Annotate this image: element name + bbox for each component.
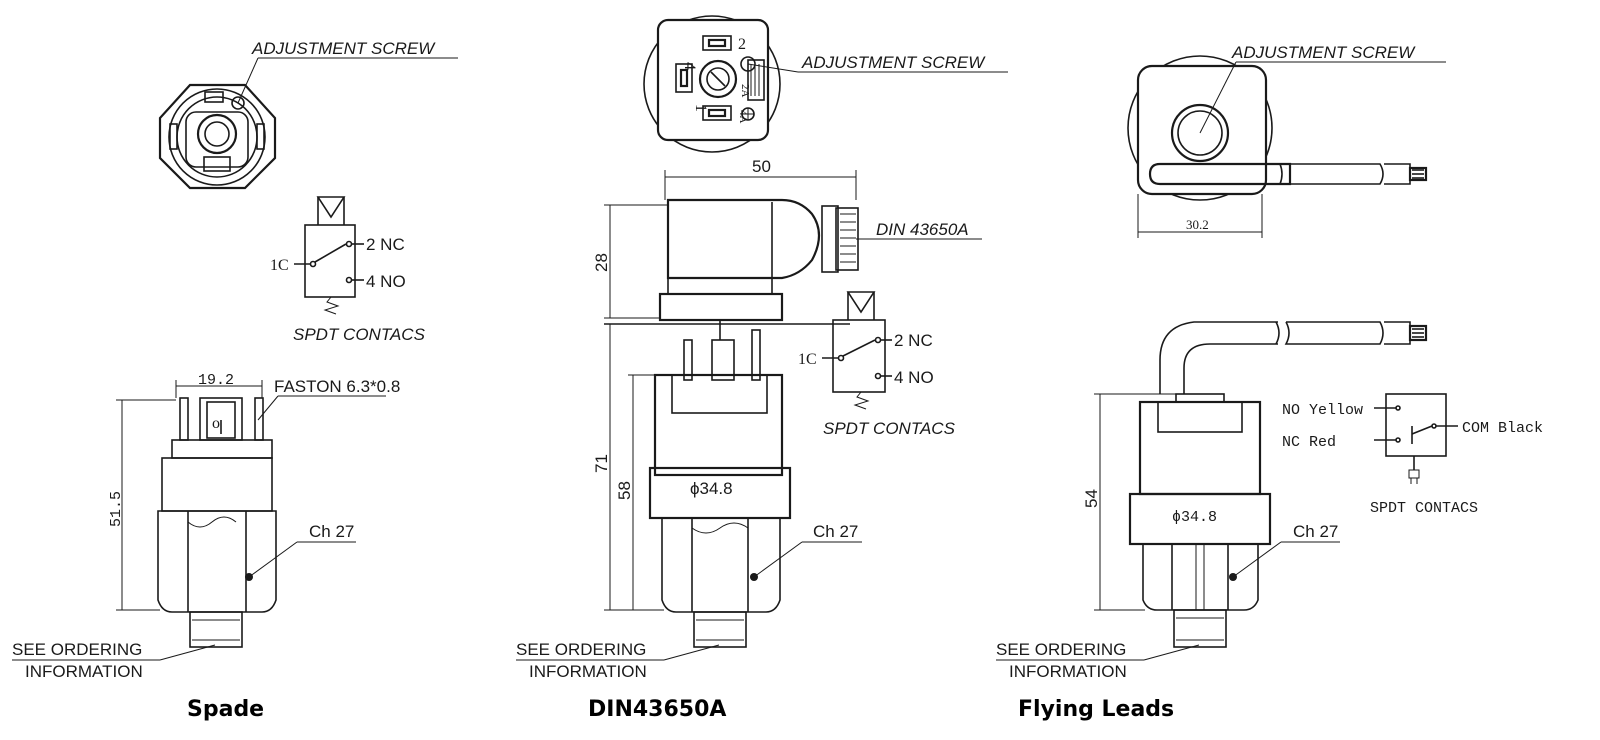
flying-ordering-line1: SEE ORDERING [996,640,1126,659]
din-ordering-line1: SEE ORDERING [516,640,646,659]
flying-diameter-label: ϕ34.8 [1172,509,1217,526]
din-spdt-label: SPDT CONTACS [823,419,956,438]
spade-ordering-line2: INFORMATION [25,662,143,681]
din-spdt-symbol: 1C 2 NC 4 NO SPDT CONTACS [798,291,956,438]
flying-nc-wire: NC Red [1282,434,1336,451]
flying-height-dim: 54 [1082,489,1101,508]
spade-top-view: ADJUSTMENT SCREW [158,39,458,190]
flying-spdt-label: SPDT CONTACS [1370,500,1478,517]
din-top-view: 2 4 1 2A 4A ADJUSTMENT SCREW [643,15,1008,153]
spade-hex-label: Ch 27 [309,522,354,541]
flying-side-view: ϕ34.8 Ch 27 54 SEE ORDERING INFORMATION [996,321,1428,681]
spade-caption: Spade [187,697,264,722]
spade-contact-4no: 4 NO [366,272,406,291]
spade-faston-label: FASTON 6.3*0.8 [274,377,400,396]
din-section: 2 4 1 2A 4A ADJUSTMENT SCREW 50 [516,15,1008,722]
flying-width-dim: 30.2 [1186,217,1209,232]
flying-ordering-line2: INFORMATION [1009,662,1127,681]
din-adjustment-screw-label: ADJUSTMENT SCREW [801,53,986,72]
spade-ordering-line1: SEE ORDERING [12,640,142,659]
din-pin-1: 1 [692,104,709,112]
din-contact-4no: 4 NO [894,368,934,387]
din-hex-label: Ch 27 [813,522,858,541]
din-connector-label: DIN 43650A [876,220,969,239]
flying-spdt-symbol: NO Yellow NC Red COM Black SPDT CONTACS [1282,393,1543,517]
din-pin-4: 4 [681,62,698,70]
spade-height-dim: 51.5 [108,491,125,527]
flying-hex-label: Ch 27 [1293,522,1338,541]
din-body-height-dim: 58 [615,481,634,500]
spade-side-view: o Ch 27 19.2 FASTON 6.3*0.8 [12,372,400,681]
din-side-view: 50 DIN 43650A 28 [516,157,982,681]
spade-contact-1c: 1C [270,257,289,274]
din-ordering-line2: INFORMATION [529,662,647,681]
din-contact-1c: 1C [798,351,817,368]
spade-width-dim: 19.2 [198,372,234,389]
flying-top-view: ADJUSTMENT SCREW 30.2 [1127,43,1446,238]
spade-terminal-mark: o [212,415,220,432]
spade-spdt-symbol: 1C 2 NC 4 NO SPDT CONTACS [270,196,426,344]
flying-section: ADJUSTMENT SCREW 30.2 ϕ34.8 [996,43,1543,722]
spade-spdt-label: SPDT CONTACS [293,325,426,344]
din-pin-2: 2 [738,36,746,53]
din-pin-2a: 2A [739,84,751,98]
din-caption: DIN43650A [588,697,726,722]
flying-no-wire: NO Yellow [1282,402,1363,419]
spade-section: ADJUSTMENT SCREW 1C 2 NC 4 NO SPDT CONTA… [12,39,458,722]
din-diameter-label: ϕ34.8 [690,479,733,498]
flying-adjustment-screw-label: ADJUSTMENT SCREW [1231,43,1416,62]
spade-adjustment-screw-label: ADJUSTMENT SCREW [251,39,436,58]
din-contact-2nc: 2 NC [894,331,933,350]
din-total-height-dim: 71 [592,454,611,473]
din-connector-height-dim: 28 [592,253,611,272]
din-width-dim: 50 [752,157,771,176]
flying-com-wire: COM Black [1462,420,1543,437]
spade-contact-2nc: 2 NC [366,235,405,254]
din-pin-4a: 4A [737,110,749,124]
flying-caption: Flying Leads [1018,697,1174,722]
